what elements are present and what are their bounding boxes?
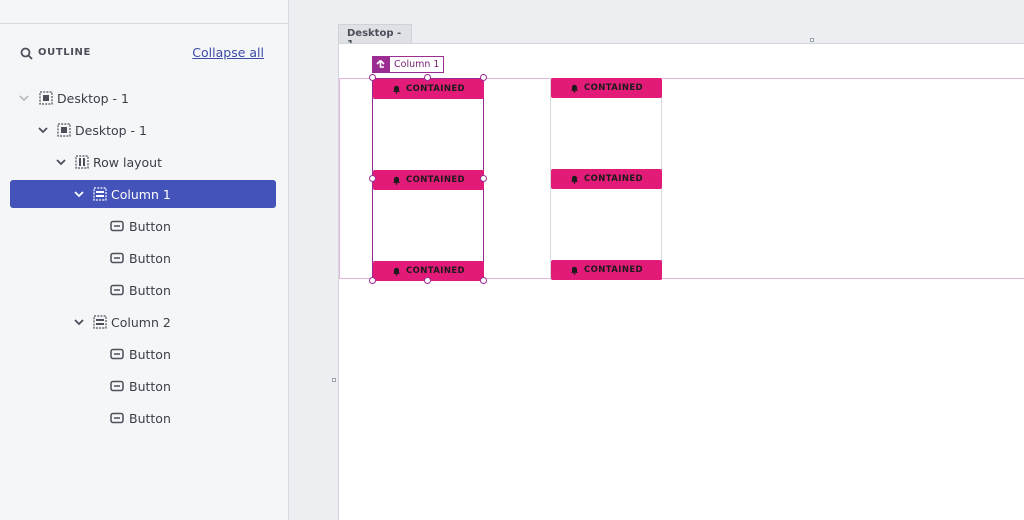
chevron-down-icon[interactable]	[18, 92, 30, 104]
selection-handle-top-right[interactable]	[480, 74, 487, 81]
row-layout-icon	[75, 155, 89, 169]
bell-icon	[393, 176, 400, 185]
layout-grid-icon	[39, 91, 53, 105]
selection-label[interactable]: Column 1	[372, 56, 445, 73]
contained-button[interactable]: CONTAINED	[373, 170, 484, 190]
selection-handle-right[interactable]	[480, 175, 487, 182]
button-icon	[110, 220, 124, 232]
button-label: CONTAINED	[583, 265, 644, 275]
selected-highlight	[10, 180, 276, 208]
tree-item-button[interactable]: Button	[0, 276, 288, 304]
tree-item-column-1[interactable]: Column 1	[0, 180, 288, 208]
layout-grid-icon	[57, 123, 71, 137]
contained-button[interactable]: CONTAINED	[373, 261, 484, 281]
tree-item-button[interactable]: Button	[0, 340, 288, 368]
tree-item-button[interactable]: Button	[0, 372, 288, 400]
tree-item-column-2[interactable]: Column 2	[0, 308, 288, 336]
outline-header: OUTLINE Collapse all	[20, 45, 268, 62]
design-canvas[interactable]: Desktop - 1 CONTAINED CONTAINED CONTAINE…	[289, 0, 1024, 520]
bell-icon	[393, 85, 400, 94]
tree-item-label: Row layout	[93, 155, 162, 170]
tree-item-label: Button	[129, 283, 171, 298]
contained-button[interactable]: CONTAINED	[551, 260, 662, 280]
selection-handle-left[interactable]	[369, 175, 376, 182]
chevron-down-icon[interactable]	[37, 124, 49, 136]
row-layout-outline	[339, 78, 1024, 279]
button-icon	[110, 380, 124, 392]
tree-item-button[interactable]: Button	[0, 212, 288, 240]
button-label: CONTAINED	[583, 174, 644, 184]
tree-item-desktop[interactable]: Desktop - 1	[0, 116, 288, 144]
outline-panel: OUTLINE Collapse all Desktop - 1 Desktop…	[0, 0, 289, 520]
selection-label-text: Column 1	[389, 56, 445, 73]
select-parent-button[interactable]	[372, 56, 389, 73]
tree-item-button[interactable]: Button	[0, 244, 288, 272]
button-label: CONTAINED	[405, 84, 466, 94]
tree-item-label: Button	[129, 347, 171, 362]
selection-handle-bottom-left[interactable]	[369, 277, 376, 284]
column-layout-icon	[93, 315, 107, 329]
button-icon	[110, 348, 124, 360]
panel-top-strip	[0, 0, 288, 24]
frame-resize-handle-left[interactable]	[332, 378, 336, 382]
tree-item-desktop-root[interactable]: Desktop - 1	[0, 84, 288, 112]
arrow-up-icon	[376, 59, 385, 68]
tree-item-label: Button	[129, 251, 171, 266]
desktop-frame[interactable]	[338, 43, 1024, 520]
button-icon	[110, 412, 124, 424]
frame-resize-handle-top[interactable]	[810, 38, 814, 42]
contained-button[interactable]: CONTAINED	[551, 78, 662, 98]
chevron-down-icon[interactable]	[73, 316, 85, 328]
selection-handle-top-left[interactable]	[369, 74, 376, 81]
button-label: CONTAINED	[405, 175, 466, 185]
button-label: CONTAINED	[405, 266, 466, 276]
button-icon	[110, 252, 124, 264]
chevron-down-icon[interactable]	[73, 188, 85, 200]
tree-item-label: Desktop - 1	[57, 91, 129, 106]
frame-tab[interactable]: Desktop - 1	[338, 24, 412, 50]
selection-handle-bottom-right[interactable]	[480, 277, 487, 284]
tree-item-label: Column 2	[111, 315, 171, 330]
button-label: CONTAINED	[583, 83, 644, 93]
outline-title: OUTLINE	[38, 47, 91, 58]
collapse-all-link[interactable]: Collapse all	[192, 45, 264, 60]
column-1[interactable]: CONTAINED CONTAINED CONTAINED	[372, 78, 484, 281]
bell-icon	[571, 175, 578, 184]
tree-item-label: Desktop - 1	[75, 123, 147, 138]
bell-icon	[571, 266, 578, 275]
tree-item-row-layout[interactable]: Row layout	[0, 148, 288, 176]
tree-item-label: Button	[129, 411, 171, 426]
column-layout-icon	[93, 187, 107, 201]
search-icon	[20, 47, 33, 60]
button-icon	[110, 284, 124, 296]
bell-icon	[571, 84, 578, 93]
contained-button[interactable]: CONTAINED	[373, 79, 484, 99]
tree-item-label: Column 1	[111, 187, 171, 202]
contained-button[interactable]: CONTAINED	[551, 169, 662, 189]
column-2[interactable]: CONTAINED CONTAINED CONTAINED	[550, 78, 662, 280]
selection-handle-bottom[interactable]	[424, 277, 431, 284]
selection-handle-top[interactable]	[424, 74, 431, 81]
tree-item-label: Button	[129, 219, 171, 234]
tree-item-button[interactable]: Button	[0, 404, 288, 432]
tree-item-label: Button	[129, 379, 171, 394]
bell-icon	[393, 267, 400, 276]
chevron-down-icon[interactable]	[55, 156, 67, 168]
